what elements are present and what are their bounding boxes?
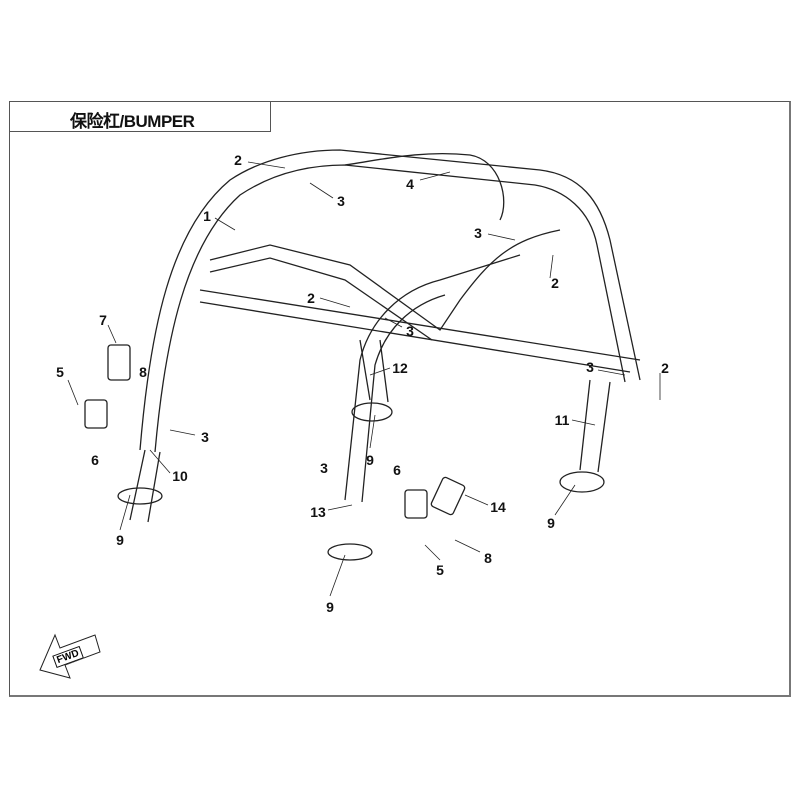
callout-5: 5 bbox=[436, 562, 444, 578]
diagram-frame bbox=[9, 101, 791, 697]
callout-13: 13 bbox=[310, 504, 326, 520]
callout-6: 6 bbox=[91, 452, 99, 468]
callout-1: 1 bbox=[203, 208, 211, 224]
callout-2: 2 bbox=[234, 152, 242, 168]
fwd-arrow bbox=[39, 633, 101, 679]
callout-3: 3 bbox=[586, 359, 594, 375]
callout-3: 3 bbox=[320, 460, 328, 476]
title-box: 保险杠/BUMPER bbox=[9, 101, 271, 132]
callout-6: 6 bbox=[393, 462, 401, 478]
diagram-title: 保险杠/BUMPER bbox=[70, 112, 195, 131]
callout-2: 2 bbox=[661, 360, 669, 376]
cage-tubes bbox=[129, 149, 641, 523]
callout-9: 9 bbox=[366, 452, 374, 468]
callout-10: 10 bbox=[172, 468, 188, 484]
callout-3: 3 bbox=[406, 323, 414, 339]
callout-2: 2 bbox=[551, 275, 559, 291]
callout-2: 2 bbox=[307, 290, 315, 306]
callout-5: 5 bbox=[56, 364, 64, 380]
callout-8: 8 bbox=[139, 364, 147, 380]
callout-11: 11 bbox=[554, 412, 570, 428]
mount-plates bbox=[84, 344, 605, 561]
callout-3: 3 bbox=[201, 429, 209, 445]
callout-14: 14 bbox=[490, 499, 506, 515]
leader-lines bbox=[67, 161, 661, 597]
callout-3: 3 bbox=[337, 193, 345, 209]
callout-12: 12 bbox=[392, 360, 408, 376]
callout-9: 9 bbox=[326, 599, 334, 615]
callout-9: 9 bbox=[116, 532, 124, 548]
callout-9: 9 bbox=[547, 515, 555, 531]
callout-7: 7 bbox=[99, 312, 107, 328]
callout-3: 3 bbox=[474, 225, 482, 241]
callout-8: 8 bbox=[484, 550, 492, 566]
callout-4: 4 bbox=[406, 176, 414, 192]
